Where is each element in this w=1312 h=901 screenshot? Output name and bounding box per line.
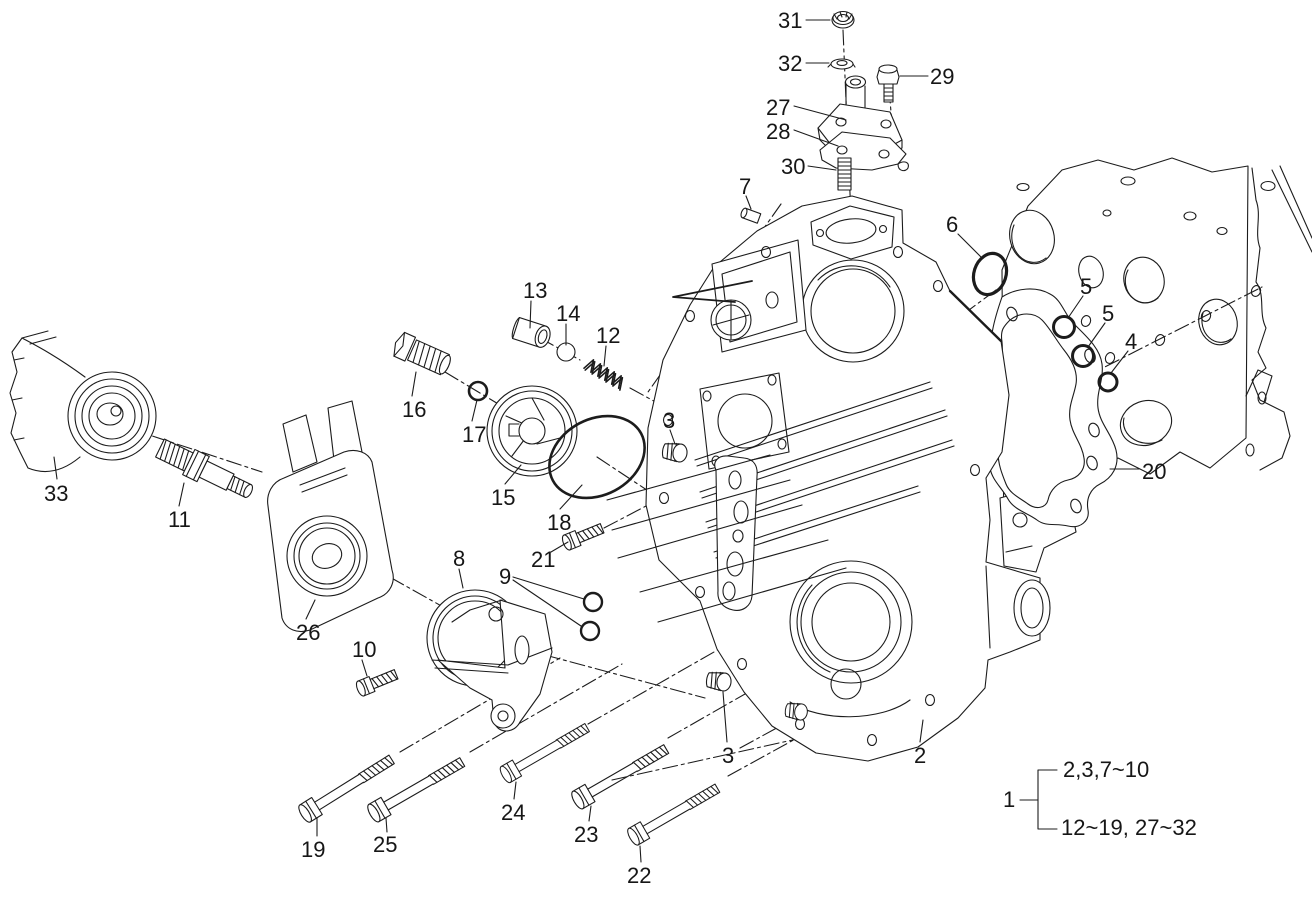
callout-21: 21 — [531, 547, 556, 572]
callout-24: 24 — [501, 800, 526, 825]
bolt-25 — [364, 752, 468, 825]
callout-32: 32 — [778, 51, 803, 76]
callout-12: 12 — [596, 323, 621, 348]
callout-14: 14 — [556, 301, 581, 326]
o-ring-18 — [548, 414, 646, 500]
callout-29: 29 — [930, 64, 955, 89]
callout-31: 31 — [778, 8, 803, 33]
callout-30: 30 — [781, 154, 806, 179]
leader-lines — [53, 19, 1140, 863]
cover-disc-15 — [486, 385, 578, 477]
timing-case-2 — [606, 195, 1051, 762]
washer-32 — [827, 58, 856, 70]
plug-16 — [393, 331, 451, 376]
callout-19: 19 — [301, 837, 326, 862]
callout-3-top: 3 — [663, 408, 676, 433]
bolt-23 — [568, 739, 672, 812]
o-ring-6 — [971, 251, 1009, 297]
pin-7 — [740, 207, 762, 224]
pump-bracket-8 — [426, 589, 553, 732]
ball-14 — [556, 342, 576, 362]
oil-cooler-26 — [267, 400, 394, 633]
spring-12 — [583, 359, 624, 391]
nut-31 — [831, 10, 855, 29]
callout-13: 13 — [523, 278, 548, 303]
oil-filter-33 — [9, 330, 157, 473]
legend-bracket — [1019, 769, 1058, 830]
bolt-22 — [624, 779, 723, 848]
callout-9: 9 — [499, 564, 512, 589]
callout-25: 25 — [373, 832, 398, 857]
callout-15: 15 — [491, 485, 516, 510]
callout-6: 6 — [946, 212, 959, 237]
callout-18: 18 — [547, 510, 572, 535]
callout-23: 23 — [574, 822, 599, 847]
callout-26: 26 — [296, 620, 321, 645]
o-rings-9 — [579, 591, 604, 642]
callout-8: 8 — [453, 546, 466, 571]
callout-2: 2 — [914, 743, 927, 768]
o-ring-17 — [467, 380, 489, 402]
bolt-10 — [354, 666, 400, 698]
sleeve-13 — [511, 316, 551, 348]
callout-33: 33 — [44, 481, 69, 506]
callout-11: 11 — [168, 507, 191, 532]
legend-row-1: 2,3,7~10 — [1063, 757, 1150, 782]
callout-5-upper: 5 — [1080, 274, 1093, 299]
callout-5-lower: 5 — [1102, 301, 1115, 326]
callout-10: 10 — [352, 637, 377, 662]
plug-3-left — [704, 670, 733, 693]
callout-7: 7 — [739, 174, 752, 199]
callout-4: 4 — [1125, 329, 1138, 354]
callout-20: 20 — [1142, 459, 1167, 484]
legend-group-label: 1 — [1003, 787, 1016, 812]
callout-28: 28 — [766, 119, 791, 144]
callout-3-bottom: 3 — [722, 743, 735, 768]
callout-16: 16 — [402, 397, 427, 422]
o-rings-5-5-4 — [1052, 315, 1119, 393]
callout-17: 17 — [462, 422, 487, 447]
stud-30 — [837, 157, 852, 191]
legend-row-2: 12~19, 27~32 — [1061, 815, 1197, 840]
callout-27: 27 — [766, 95, 791, 120]
fitting-11 — [155, 438, 254, 498]
callout-22: 22 — [627, 863, 652, 888]
bolt-29 — [876, 64, 900, 103]
